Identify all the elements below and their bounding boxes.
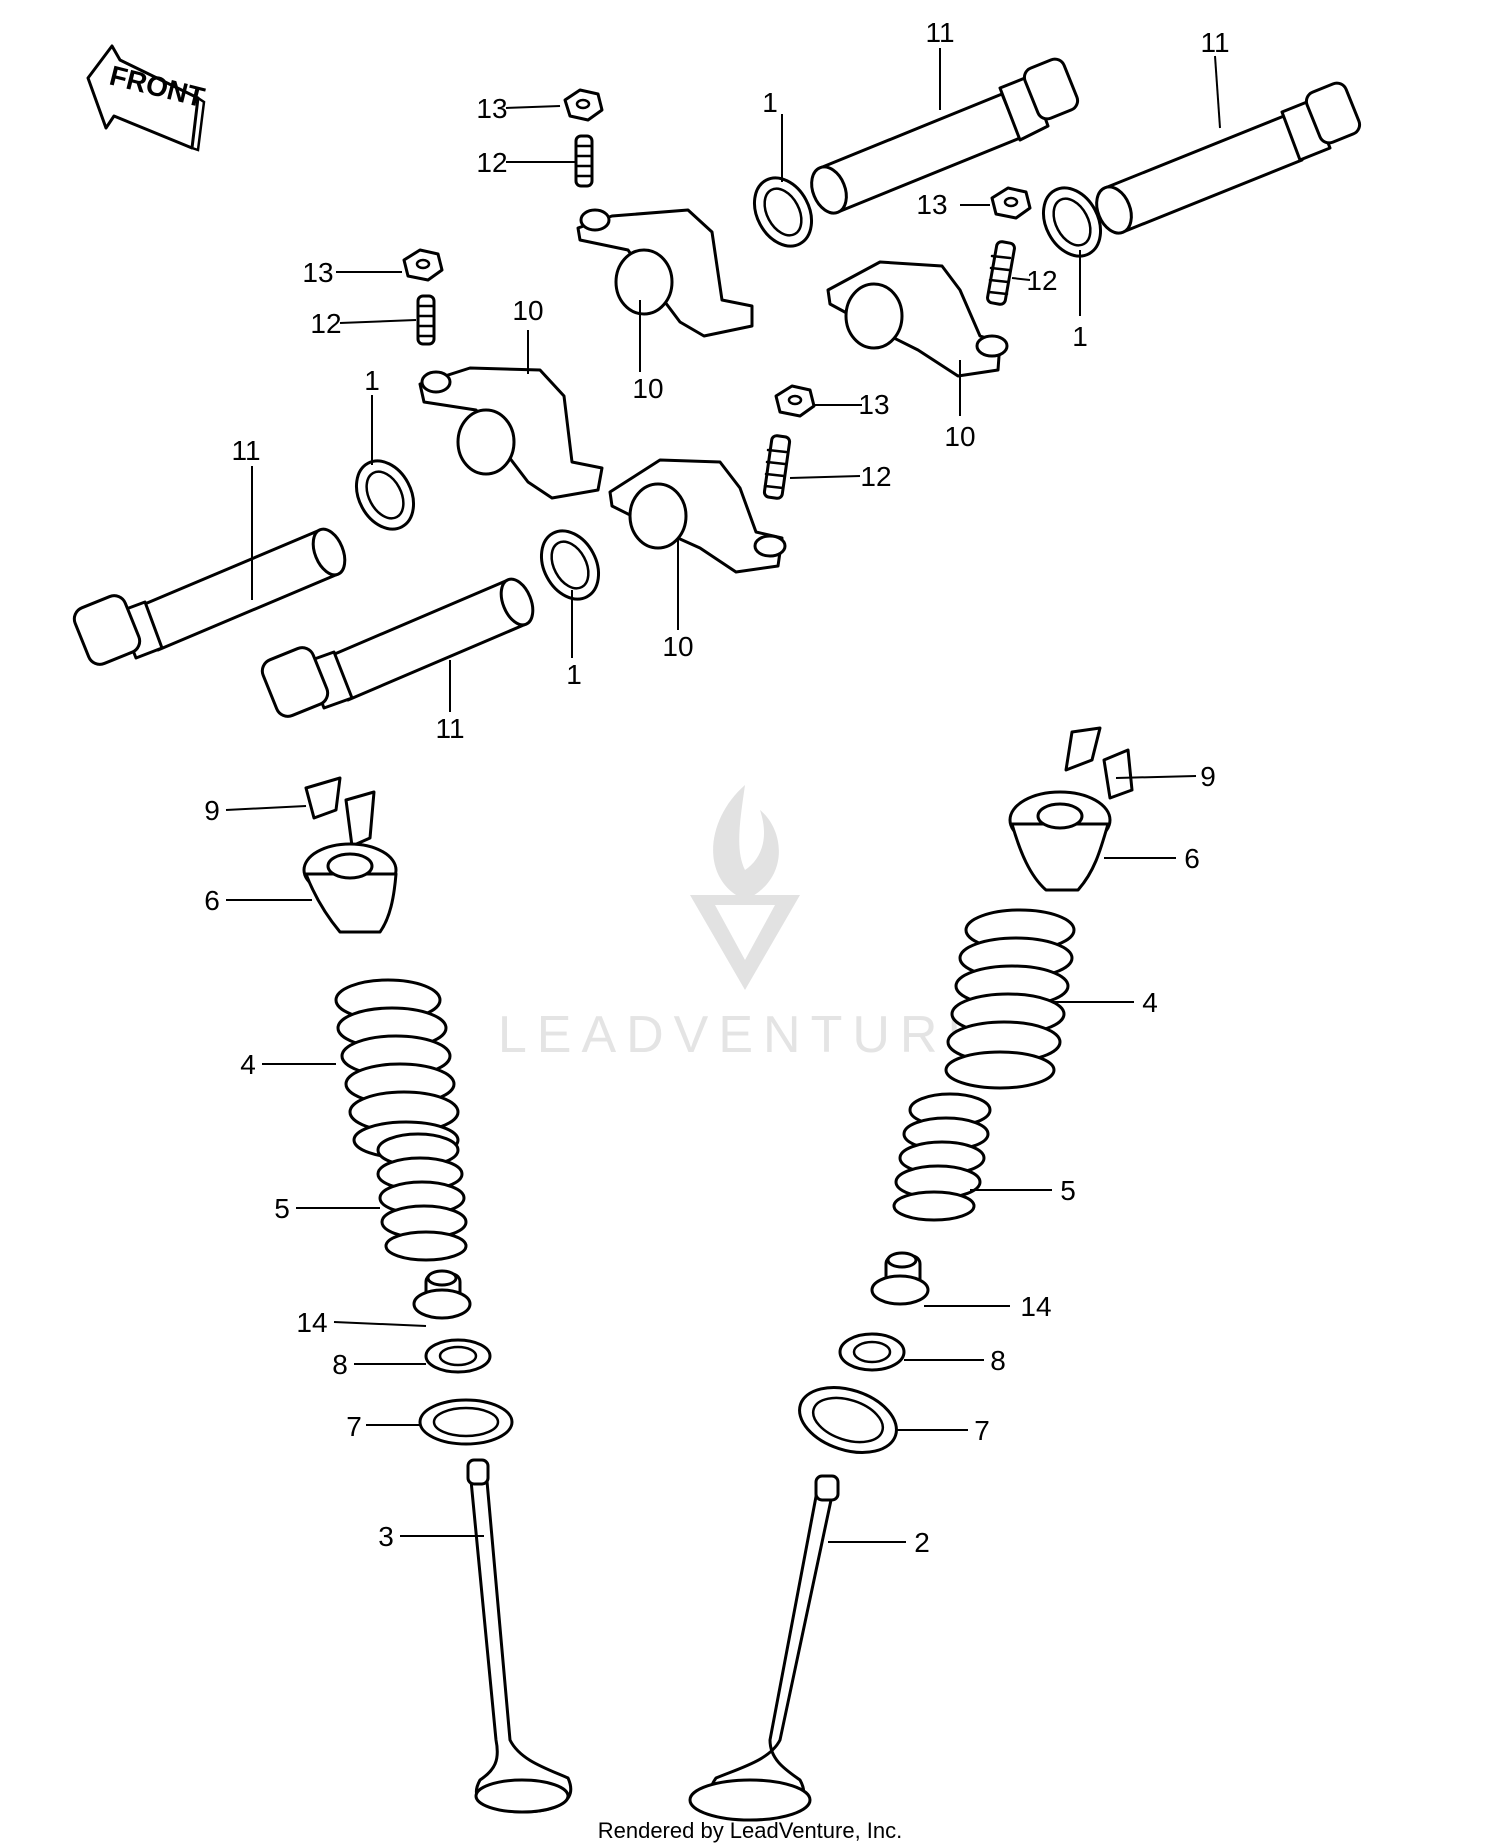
callout-9: 9 [204, 795, 220, 826]
callout-13: 13 [858, 389, 889, 420]
callout-11: 11 [231, 435, 260, 466]
valve-2-right [688, 1474, 840, 1822]
leadventure-watermark: LEADVENTURE [498, 785, 992, 1064]
callout-4: 4 [1142, 987, 1158, 1018]
washer-1-top-b [1041, 186, 1103, 258]
watermark-text: LEADVENTURE [498, 1006, 992, 1064]
rocker-arm-left [418, 366, 604, 500]
callout-1: 1 [364, 365, 380, 396]
callout-12: 12 [1026, 265, 1057, 296]
front-arrow-icon: FRONT [86, 44, 208, 152]
stem-seal-14-right [870, 1251, 930, 1306]
inner-spring-5-right [892, 1092, 992, 1222]
retainer-6-right [1008, 790, 1112, 892]
washer-1-top-a [752, 176, 814, 248]
callout-10: 10 [662, 631, 693, 662]
washer-1-center [539, 529, 601, 601]
nut-13-top [563, 88, 604, 122]
callout-2: 2 [914, 1527, 930, 1558]
callout-12: 12 [310, 308, 341, 339]
callout-14: 14 [296, 1307, 327, 1338]
callout-10: 10 [632, 373, 663, 404]
callout-9: 9 [1200, 761, 1216, 792]
outer-spring-4-right [944, 908, 1076, 1090]
rocker-shaft-left-a [72, 527, 347, 666]
cotter-9-left [304, 776, 376, 848]
callout-10: 10 [944, 421, 975, 452]
callout-12: 12 [860, 461, 891, 492]
callout-8: 8 [332, 1349, 348, 1380]
callout-7: 7 [346, 1411, 362, 1442]
callout-13: 13 [302, 257, 333, 288]
nut-13-right [990, 186, 1032, 220]
callout-6: 6 [1184, 843, 1200, 874]
washer-1-left [354, 459, 416, 531]
callout-11: 11 [1200, 27, 1229, 58]
rocker-shaft-top-right [1095, 81, 1362, 235]
retainer-6-left [302, 842, 398, 934]
callout-6: 6 [204, 885, 220, 916]
screw-12-top [574, 134, 594, 188]
callout-1: 1 [1072, 321, 1088, 352]
callout-13: 13 [476, 93, 507, 124]
callout-10: 10 [512, 295, 543, 326]
screw-12-center [762, 434, 792, 500]
callout-14: 14 [1020, 1291, 1051, 1322]
rocker-arm-lower-center [608, 458, 787, 574]
rocker-arm-upper-right [826, 260, 1009, 378]
nut-13-left [402, 248, 444, 282]
cotter-9-right [1064, 726, 1134, 800]
callout-11: 11 [435, 713, 464, 744]
spring-seat-7-right [798, 1386, 898, 1454]
screw-12-left [416, 294, 436, 346]
callout-labels: 11 11 13 12 1 13 12 1 13 12 10 10 1 10 1… [204, 17, 1229, 1558]
leader-lines [225, 48, 1221, 1543]
footer-credit: Rendered by LeadVenture, Inc. [598, 1818, 903, 1843]
callout-1: 1 [566, 659, 582, 690]
callout-12: 12 [476, 147, 507, 178]
callout-1: 1 [762, 87, 778, 118]
rocker-shaft-top-left [810, 57, 1080, 215]
rocker-arm-top [576, 208, 754, 338]
callout-13: 13 [916, 189, 947, 220]
callout-7: 7 [974, 1415, 990, 1446]
spring-seat-8-right [838, 1332, 906, 1372]
callout-5: 5 [274, 1193, 290, 1224]
callout-5: 5 [1060, 1175, 1076, 1206]
callout-4: 4 [240, 1049, 256, 1080]
outer-spring-4-left [334, 978, 460, 1160]
stem-seal-14-left [412, 1269, 472, 1320]
spring-seat-8-left [424, 1338, 492, 1374]
screw-12-right [986, 240, 1016, 306]
inner-spring-5-left [376, 1132, 468, 1262]
valve-3-left [466, 1458, 573, 1814]
rocker-shaft-left-b [260, 577, 535, 718]
callout-11: 11 [925, 17, 954, 48]
callout-3: 3 [378, 1521, 394, 1552]
callout-8: 8 [990, 1345, 1006, 1376]
nut-13-center [774, 384, 816, 418]
